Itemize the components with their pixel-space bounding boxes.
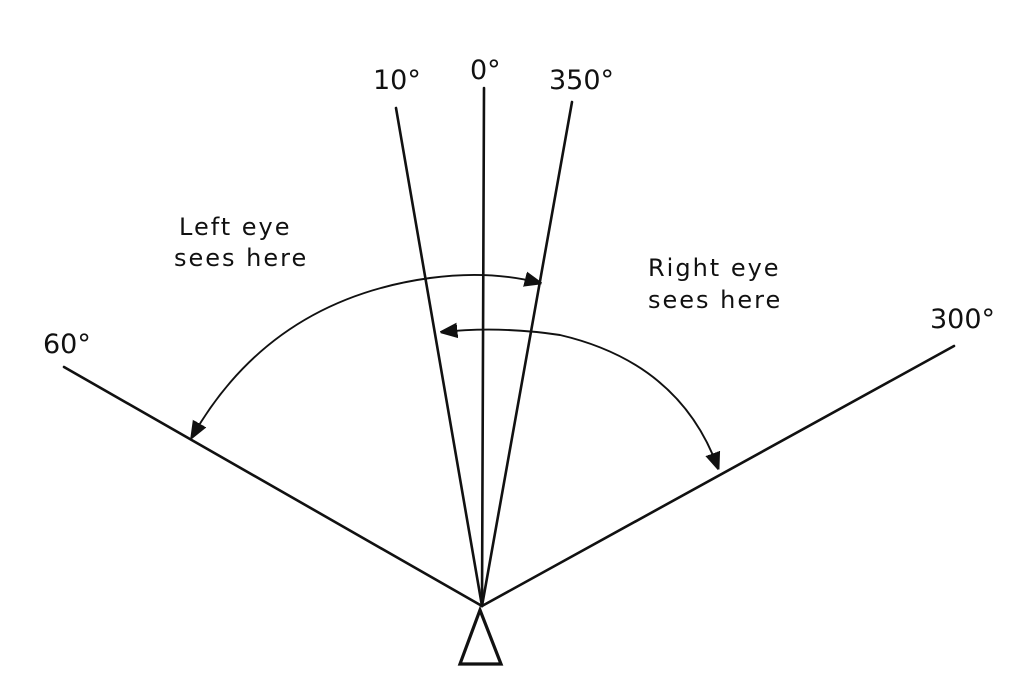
label-0-degrees: 0° [470, 55, 501, 86]
left-eye-label-line2: sees here [174, 244, 308, 272]
label-350-degrees: 350° [549, 65, 614, 96]
right-eye-arc [442, 330, 718, 468]
ray-300-degrees [480, 344, 956, 608]
label-300-degrees: 300° [930, 304, 995, 335]
left-eye-arc [192, 275, 540, 437]
observer-triangle [457, 605, 504, 666]
ray-60-degrees [62, 365, 484, 608]
ray-350-degrees [480, 100, 574, 608]
right-eye-label-line2: sees here [648, 286, 782, 314]
left-eye-label: Left eye [179, 213, 292, 241]
ray-10-degrees [394, 106, 484, 608]
label-60-degrees: 60° [43, 329, 91, 360]
label-10-degrees: 10° [373, 65, 421, 96]
ray-0-degrees [480, 86, 486, 608]
right-eye-label: Right eye [648, 254, 781, 282]
